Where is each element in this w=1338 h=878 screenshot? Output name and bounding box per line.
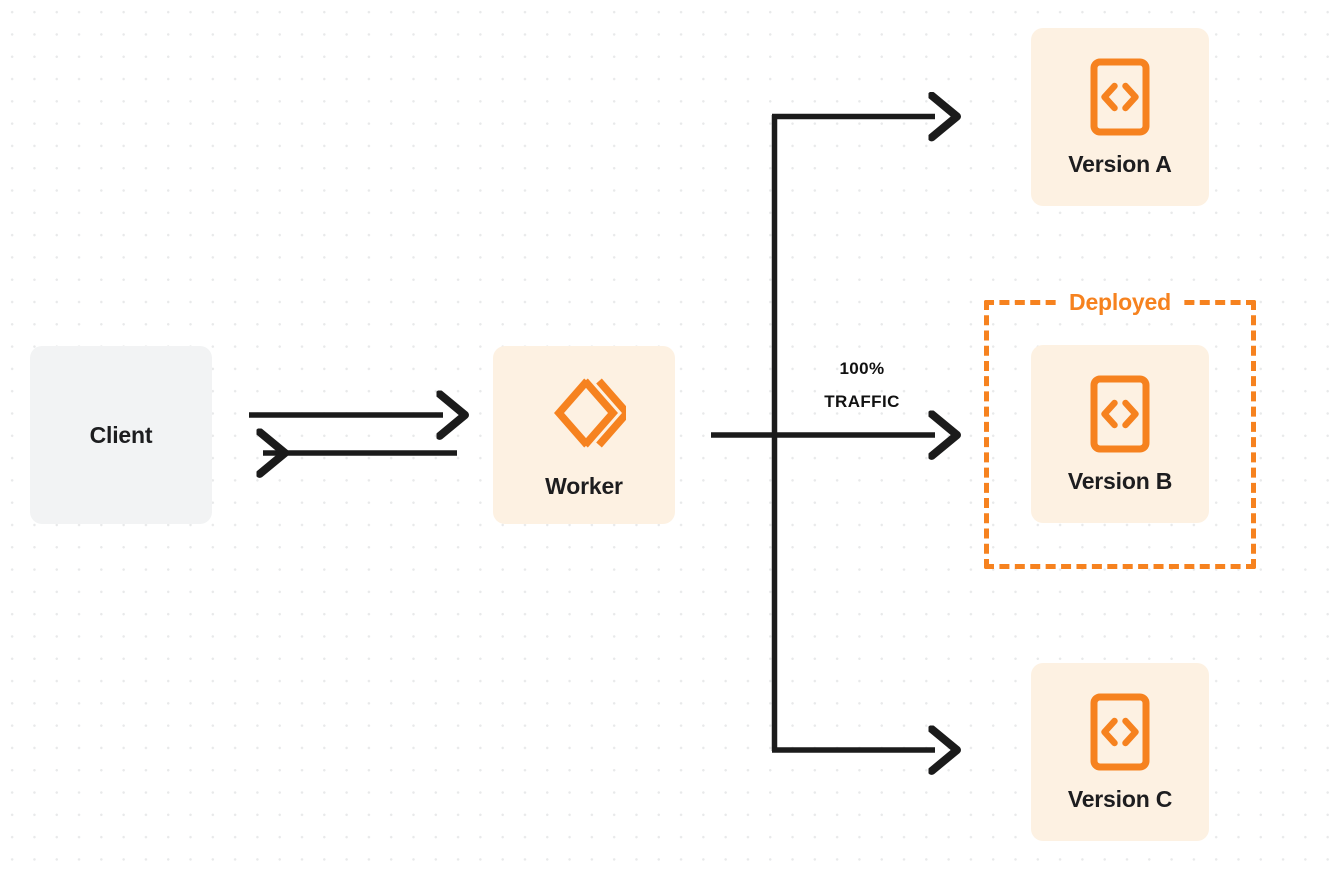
code-document-icon — [1089, 57, 1151, 137]
node-version-b[interactable]: Version B — [1031, 345, 1209, 523]
node-client-label: Client — [89, 421, 153, 448]
node-worker-label: Worker — [545, 472, 623, 499]
node-version-c-label: Version C — [1067, 785, 1173, 812]
group-deployed: Deployed — [984, 289, 1256, 569]
node-client[interactable]: Client — [30, 346, 212, 524]
node-version-a-label: Version A — [1068, 150, 1172, 177]
code-document-icon — [1089, 374, 1151, 454]
node-version-b-label: Version B — [1067, 467, 1173, 494]
traffic-word: TRAFFIC — [824, 392, 900, 412]
cloudflare-workers-logo-icon — [542, 371, 626, 455]
group-deployed-label: Deployed — [1059, 289, 1181, 316]
code-document-icon — [1089, 692, 1151, 772]
traffic-percent-value: 100% — [839, 359, 885, 378]
node-version-a[interactable]: Version A — [1031, 28, 1209, 206]
edge-worker-to-versions — [711, 115, 935, 751]
node-version-c[interactable]: Version C — [1031, 663, 1209, 841]
node-worker[interactable]: Worker — [493, 346, 675, 524]
traffic-percentage-label: 100% TRAFFIC — [800, 352, 924, 418]
